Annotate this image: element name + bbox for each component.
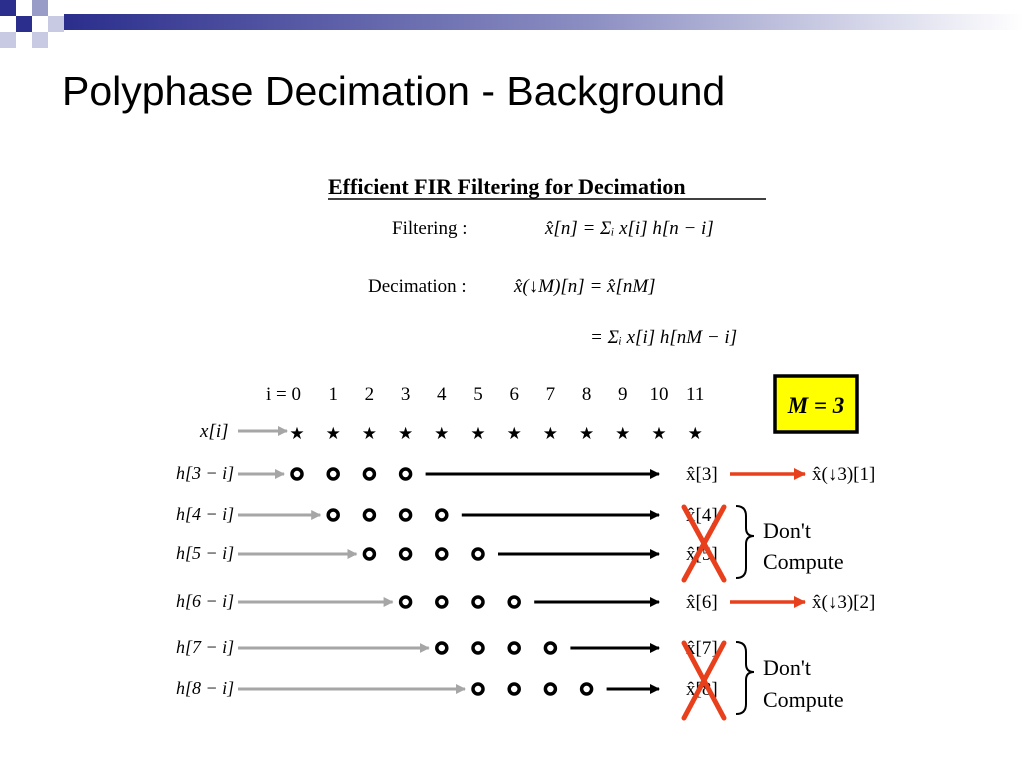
deco-square-1	[0, 0, 16, 16]
dont-compute-2-line1: Don't	[763, 655, 811, 680]
x-sample-star: ★	[507, 424, 522, 444]
h-row-label: h[4 − i]	[176, 504, 234, 524]
index-row: 1 2 3 4 5 6 7 8 9 10 11	[328, 384, 704, 405]
x-sample-star: ★	[326, 424, 341, 444]
m-badge-box	[773, 374, 859, 434]
deco-square-2	[16, 16, 32, 32]
deco-square-3	[32, 0, 48, 16]
filter-tap-icon	[543, 682, 558, 696]
bracket-1	[735, 505, 755, 579]
dont-compute-2-line2: Compute	[763, 687, 844, 712]
h-row-label: h[6 − i]	[176, 591, 234, 611]
cross-mark-1	[681, 504, 727, 583]
filtering-equation: x̂[n] = Σᵢ x[i] h[n − i]	[544, 218, 714, 239]
filter-tap-icon	[326, 467, 340, 481]
decimation-equation: x̂(↓M)[n] = x̂[nM]	[513, 276, 656, 297]
filter-tap-icon	[435, 641, 449, 655]
h-row: h[8 − i]x̂[8]	[176, 678, 718, 700]
filter-tap-icon	[507, 641, 521, 655]
h-row-label: h[5 − i]	[176, 543, 234, 563]
bracket-2	[735, 641, 755, 715]
h-rows: h[3 − i] x̂[3] x̂(↓3)[1] h[4 − i]x̂[4] h[5 −…	[176, 463, 875, 700]
figure-heading: Efficient FIR Filtering for Decimation	[328, 174, 686, 199]
x-sample-star: ★	[579, 424, 594, 444]
decimation-equation-2: = Σᵢ x[i] h[nM − i]	[590, 327, 737, 348]
index-number: 2	[365, 384, 375, 405]
index-number: 11	[686, 384, 704, 405]
index-number: 1	[328, 384, 338, 405]
deco-square-5	[32, 32, 48, 48]
x-sample-star: ★	[688, 424, 703, 444]
filter-tap-icon	[507, 595, 521, 609]
deco-square-4	[0, 32, 16, 48]
filter-tap-icon	[579, 682, 594, 696]
filter-tap-icon	[362, 508, 377, 522]
filter-tap-icon	[471, 595, 485, 609]
h-row: h[4 − i]x̂[4]	[176, 504, 718, 526]
filter-tap-icon	[435, 547, 449, 561]
deco-bar	[64, 14, 1024, 30]
filter-tap-icon	[398, 467, 413, 481]
x-sample-star: ★	[651, 424, 666, 444]
output-label: x̂[6]	[686, 592, 718, 613]
h-row: h[6 − i] x̂[6] x̂(↓3)[2]	[176, 591, 875, 613]
deco-square-6	[48, 16, 64, 32]
filter-tap-icon	[471, 682, 485, 696]
x-sample-star: ★	[362, 424, 377, 444]
filter-tap-icon	[507, 682, 521, 696]
x-samples: ★ ★ ★ ★ ★ ★ ★ ★ ★ ★ ★ ★	[289, 424, 702, 444]
h-row-label: h[8 − i]	[176, 678, 234, 698]
filter-tap-icon	[435, 508, 449, 522]
filter-tap-icon	[362, 547, 377, 561]
index-number: 9	[618, 384, 628, 405]
x-sample-star: ★	[398, 424, 413, 444]
h-row-label: h[3 − i]	[176, 463, 234, 483]
filter-tap-icon	[398, 547, 413, 561]
x-sample-star: ★	[434, 424, 449, 444]
cross-mark-2	[681, 640, 727, 721]
dont-compute-1-line2: Compute	[763, 549, 844, 574]
filtering-label: Filtering :	[392, 218, 467, 239]
filter-tap-icon	[435, 595, 449, 609]
index-number: 10	[650, 384, 669, 405]
filter-tap-icon	[398, 508, 413, 522]
decimation-label: Decimation :	[368, 276, 467, 297]
h-row: h[7 − i] x̂[7]	[176, 637, 718, 659]
decimated-output-label: x̂(↓3)[1]	[812, 464, 875, 485]
x-sample-star: ★	[615, 424, 630, 444]
output-label: x̂[7]	[686, 638, 718, 659]
x-sample-star: ★	[470, 424, 485, 444]
decimated-output-label: x̂(↓3)[2]	[812, 592, 875, 613]
filter-tap-icon	[398, 595, 413, 609]
index-number: 3	[401, 384, 411, 405]
filter-tap-icon	[543, 641, 558, 655]
filter-tap-icon	[362, 467, 377, 481]
index-number: 6	[509, 384, 519, 405]
output-label: x̂[3]	[686, 464, 718, 485]
header-decoration	[0, 0, 1024, 48]
x-label: x[i]	[199, 421, 229, 442]
filter-tap-icon	[471, 641, 485, 655]
filter-tap-icon	[290, 467, 304, 481]
index-number: 7	[546, 384, 556, 405]
x-sample-star: ★	[289, 424, 304, 444]
filter-tap-icon	[471, 547, 485, 561]
h-row-label: h[7 − i]	[176, 637, 234, 657]
m-badge: M = 3	[787, 393, 845, 418]
index-number: 5	[473, 384, 483, 405]
dont-compute-1-line1: Don't	[763, 518, 811, 543]
h-row: h[3 − i] x̂[3] x̂(↓3)[1]	[176, 463, 875, 485]
index-number: 4	[437, 384, 447, 405]
index-label: i = 0	[266, 384, 301, 405]
h-row: h[5 − i]x̂[5]	[176, 543, 718, 565]
filter-tap-icon	[326, 508, 340, 522]
page-title: Polyphase Decimation - Background	[62, 68, 726, 114]
x-sample-star: ★	[543, 424, 558, 444]
index-number: 8	[582, 384, 592, 405]
